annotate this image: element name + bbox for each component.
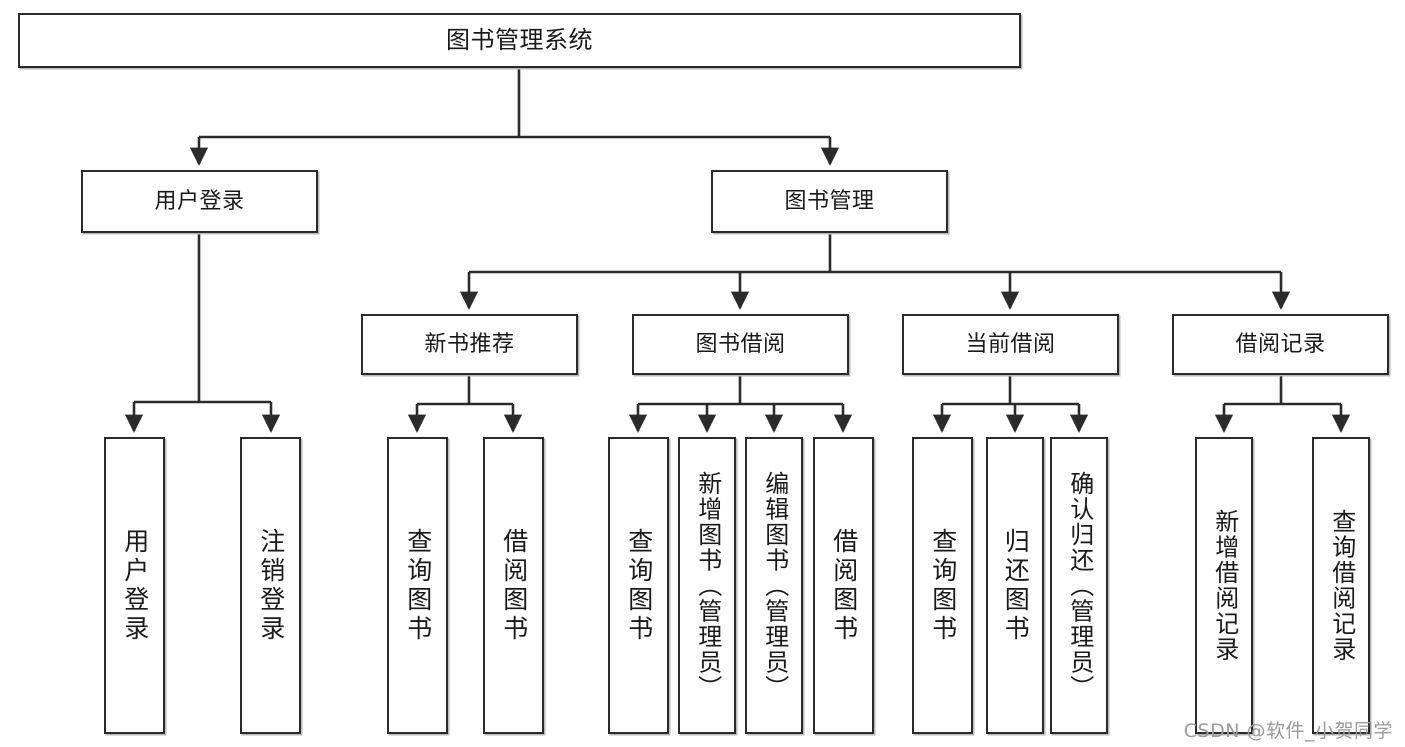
leaf-user-login-label: 用户登录 — [120, 527, 150, 644]
leaf-lend-book[interactable]: 借阅图书 — [813, 437, 874, 734]
leaf-borrow-book-recommend[interactable]: 借阅图书 — [483, 437, 544, 734]
leaf-logout-label: 注销登录 — [256, 527, 286, 644]
node-root-label: 图书管理系统 — [446, 26, 593, 55]
node-book-management[interactable]: 图书管理 — [711, 170, 948, 233]
node-borrow-records[interactable]: 借阅记录 — [1172, 314, 1389, 375]
watermark: CSDN @软件_小贺同学 — [1183, 720, 1393, 742]
node-user-login-label: 用户登录 — [154, 188, 245, 214]
node-book-management-label: 图书管理 — [784, 188, 875, 214]
leaf-confirm-return-admin[interactable]: 确认归还（管理员） — [1050, 437, 1108, 734]
leaf-add-borrow-record[interactable]: 新增借阅记录 — [1195, 437, 1253, 734]
leaf-query-book-recommend-label: 查询图书 — [403, 527, 433, 644]
leaf-edit-book-admin[interactable]: 编辑图书（管理员） — [745, 437, 803, 734]
leaf-return-book[interactable]: 归还图书 — [986, 437, 1044, 734]
leaf-user-login[interactable]: 用户登录 — [104, 437, 165, 734]
leaf-query-book-current-label: 查询图书 — [928, 527, 958, 644]
leaf-add-book-admin[interactable]: 新增图书（管理员） — [678, 437, 736, 734]
leaf-query-borrow-record-label: 查询借阅记录 — [1327, 509, 1356, 662]
leaf-return-book-label: 归还图书 — [1001, 527, 1031, 644]
node-root[interactable]: 图书管理系统 — [18, 13, 1021, 68]
leaf-query-borrow-record[interactable]: 查询借阅记录 — [1312, 437, 1370, 734]
node-book-borrow[interactable]: 图书借阅 — [632, 314, 849, 375]
node-user-login[interactable]: 用户登录 — [81, 170, 318, 233]
node-current-borrow[interactable]: 当前借阅 — [902, 314, 1119, 375]
leaf-query-book-current[interactable]: 查询图书 — [912, 437, 973, 734]
leaf-lend-book-label: 借阅图书 — [829, 527, 859, 644]
node-new-book-recommend-label: 新书推荐 — [424, 331, 515, 357]
node-new-book-recommend[interactable]: 新书推荐 — [361, 314, 578, 375]
leaf-confirm-return-admin-label: 确认归还（管理员） — [1065, 470, 1094, 701]
leaf-logout[interactable]: 注销登录 — [240, 437, 301, 734]
node-borrow-records-label: 借阅记录 — [1235, 331, 1326, 357]
leaf-add-book-admin-label: 新增图书（管理员） — [693, 470, 722, 701]
leaf-query-book-borrow[interactable]: 查询图书 — [608, 437, 669, 734]
node-current-borrow-label: 当前借阅 — [965, 331, 1056, 357]
leaf-query-book-recommend[interactable]: 查询图书 — [387, 437, 448, 734]
leaf-edit-book-admin-label: 编辑图书（管理员） — [760, 470, 789, 701]
leaf-add-borrow-record-label: 新增借阅记录 — [1210, 509, 1239, 662]
leaf-query-book-borrow-label: 查询图书 — [624, 527, 654, 644]
leaf-borrow-book-recommend-label: 借阅图书 — [499, 527, 529, 644]
node-book-borrow-label: 图书借阅 — [695, 331, 786, 357]
